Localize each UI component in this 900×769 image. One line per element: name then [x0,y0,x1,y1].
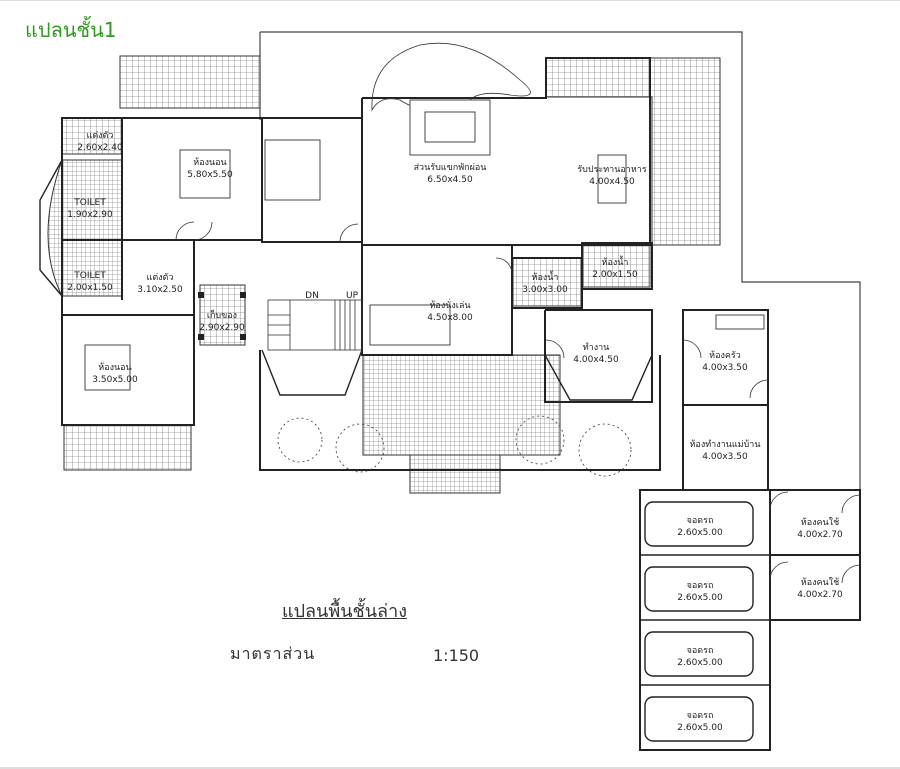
room-name-bedroom-1: ห้องนอน [193,157,226,168]
room-name-work: ทำงาน [583,342,610,353]
stair-down-label: DN [305,291,319,301]
room-size-toilet-2: 2.00x1.50 [67,283,113,293]
room-size-storage: 2.90x2.90 [199,323,245,333]
room-size-maid: 4.00x3.50 [702,452,748,462]
room-size-toilet-1: 1.90x2.90 [67,210,113,220]
room-size-bedroom-1: 5.80x5.50 [187,170,233,180]
page-title: แปลนชั้น1 [25,18,117,42]
staircase [267,299,363,351]
room-size-work: 4.00x4.50 [573,355,619,365]
parking-bays [640,501,770,742]
room-size-servant-2: 4.00x2.70 [797,590,843,600]
room-size-parking-4: 2.60x5.00 [677,723,723,733]
landscape-trees [277,42,632,477]
room-size-parking-1: 2.60x5.00 [677,528,723,538]
room-name-kitchen: ห้องครัว [709,350,741,361]
room-name-parking-1: จอดรถ [687,516,714,526]
room-name-servant-1: ห้องคนใช้ [801,517,839,528]
tiled-areas [47,55,721,494]
room-name-parking-4: จอดรถ [687,711,714,721]
room-size-parking-3: 2.60x5.00 [677,658,723,668]
room-name-toilet-4: ห้องน้ำ [602,255,629,268]
room-name-toilet-1: TOILET [73,198,106,208]
room-name-family: ส่วนรับแขกพักผ่อน [414,163,487,173]
door-swings [175,221,861,584]
room-name-bedroom-2: ห้องนอน [98,362,131,373]
room-size-kitchen: 4.00x3.50 [702,363,748,373]
room-name-parking-2: จอดรถ [687,581,714,591]
room-name-dining: รับประทานอาหาร [577,165,647,175]
room-size-dressing-2: 3.10x2.50 [137,285,183,295]
furniture [84,99,765,391]
room-name-toilet-2: TOILET [73,271,106,281]
room-name-storage: เก็บของ [207,308,237,321]
room-name-servant-2: ห้องคนใช้ [801,577,839,588]
room-name-maid: ห้องทำงานแม่บ้าน [690,439,761,450]
plan-title: แปลนพื้นชั้นล่าง [282,601,407,622]
scale-label: มาตราส่วน [230,644,316,663]
room-name-toilet-3: ห้องน้ำ [532,270,559,283]
room-size-dining: 4.00x4.50 [589,177,635,187]
room-name-parking-3: จอดรถ [687,646,714,656]
room-name-dressing-1: แต่งตัว [87,131,114,141]
bay-windows [39,159,653,401]
room-size-living: 4.50x8.00 [427,313,473,323]
room-size-family: 6.50x4.50 [427,175,473,185]
room-size-toilet-4: 2.00x1.50 [592,270,638,280]
room-size-bedroom-2: 3.50x5.00 [92,375,138,385]
room-size-parking-2: 2.60x5.00 [677,593,723,603]
scale-value: 1:150 [433,646,480,665]
entry-columns [198,292,246,340]
room-size-toilet-3: 3.00x3.00 [522,285,568,295]
stair-up-label: UP [346,291,359,301]
room-size-servant-1: 4.00x2.70 [797,530,843,540]
room-name-living: ห้องนั่งเล่น [429,298,470,311]
room-name-dressing-2: แต่งตัว [147,273,174,283]
room-size-dressing-1: 2.60x2.40 [77,143,123,153]
